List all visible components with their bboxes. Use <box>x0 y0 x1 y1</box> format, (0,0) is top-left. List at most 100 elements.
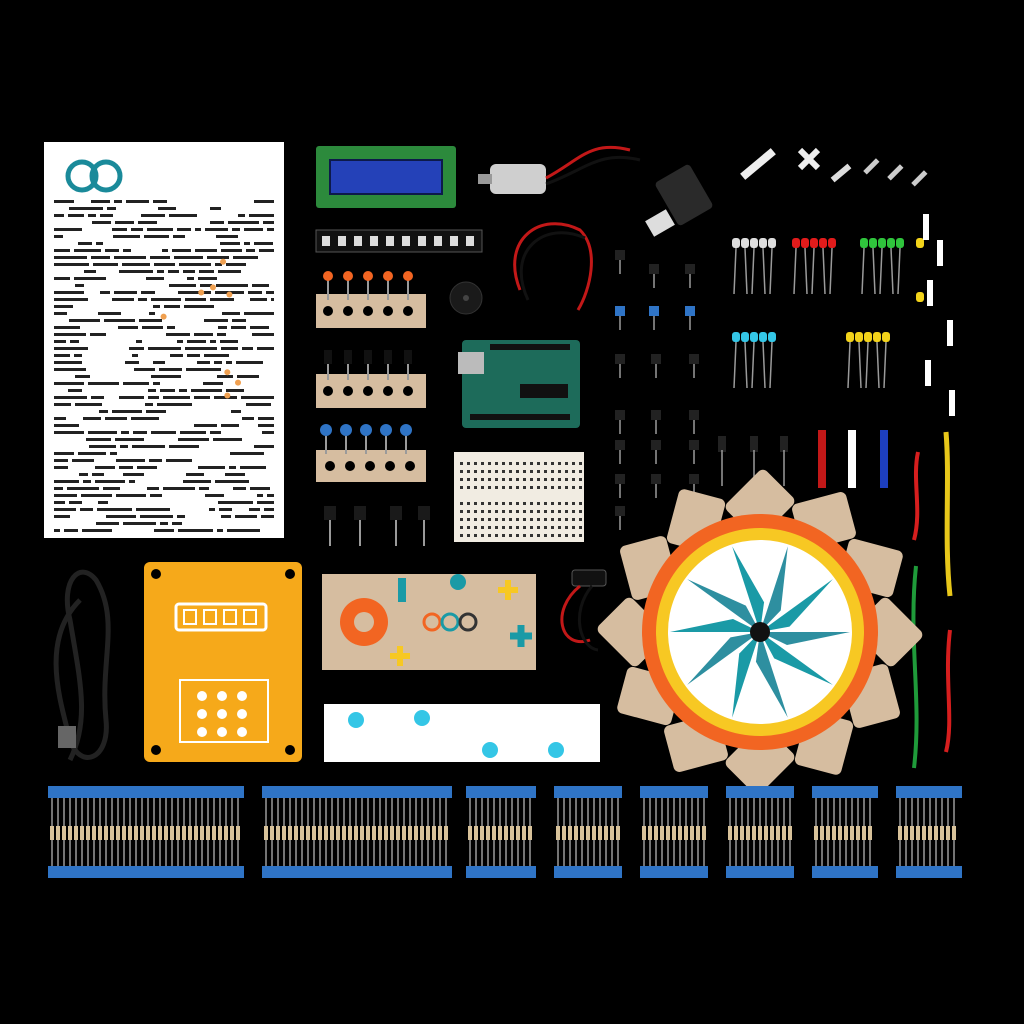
booklet-dot <box>198 289 205 296</box>
booklet-line <box>84 270 96 273</box>
booklet-line <box>54 291 84 294</box>
strip-hole <box>343 386 353 396</box>
booklet-line <box>198 277 217 280</box>
mount-hole <box>285 745 295 755</box>
booklet-line <box>229 466 236 469</box>
resistor-body <box>200 826 204 840</box>
resistor-body <box>152 826 156 840</box>
header-pin <box>434 236 442 246</box>
led <box>864 332 872 342</box>
short-jumper <box>949 390 955 416</box>
breadboard-hole <box>551 486 554 489</box>
resistor-body <box>946 826 950 840</box>
booklet-line <box>89 445 116 448</box>
booklet-line <box>174 256 203 259</box>
breadboard-hole <box>474 478 477 481</box>
breadboard-hole <box>467 462 470 465</box>
breadboard-hole <box>572 478 575 481</box>
booklet-line <box>98 312 121 315</box>
booklet-line <box>118 326 138 329</box>
breadboard-hole <box>565 462 568 465</box>
led <box>741 238 749 248</box>
booklet-line <box>252 333 274 336</box>
resistor-body <box>306 826 310 840</box>
booklet-line <box>79 473 88 476</box>
breadboard-hole <box>544 534 547 537</box>
booklet-line <box>187 354 200 357</box>
breadboard-hole <box>488 526 491 529</box>
booklet-line <box>194 333 213 336</box>
breadboard-hole <box>488 470 491 473</box>
booklet-line <box>241 396 274 399</box>
booklet-line <box>147 487 159 490</box>
booklet-line <box>244 312 274 315</box>
resistor-tape <box>466 866 536 878</box>
breadboard-hole <box>516 534 519 537</box>
booklet-text-lines <box>54 200 274 532</box>
booklet-line <box>194 396 210 399</box>
booklet-line <box>267 494 274 497</box>
breadboard-hole <box>460 478 463 481</box>
booklet-line <box>263 221 274 224</box>
booklet-line <box>258 417 274 420</box>
resistor-body <box>68 826 72 840</box>
breadboard-hole <box>502 518 505 521</box>
breadboard-hole <box>551 478 554 481</box>
booklet-line <box>226 263 246 266</box>
pushbutton-cap <box>323 271 333 281</box>
booklet-line <box>248 291 262 294</box>
resistor-body <box>814 826 818 840</box>
led <box>741 332 749 342</box>
orange-base-board <box>144 562 302 762</box>
booklet-line <box>219 508 232 511</box>
booklet-line <box>242 417 254 420</box>
breadboard-hole <box>516 478 519 481</box>
resistor-tape <box>812 786 878 798</box>
resistor-body <box>610 826 614 840</box>
breadboard-hole <box>530 510 533 513</box>
breadboard-hole <box>523 486 526 489</box>
wheel-star-blade <box>670 618 760 632</box>
small-component <box>689 474 699 484</box>
booklet-line <box>177 228 191 231</box>
booklet-line <box>166 333 190 336</box>
breadboard-hole <box>579 534 582 537</box>
breadboard-hole <box>530 478 533 481</box>
resistor-tape <box>262 786 452 798</box>
small-component <box>685 306 695 316</box>
booklet-line <box>141 214 165 217</box>
breadboard-hole <box>467 526 470 529</box>
resistor-body <box>940 826 944 840</box>
resistor-body <box>414 826 418 840</box>
breadboard-hole <box>516 518 519 521</box>
usb-cable <box>53 569 111 762</box>
breadboard-hole <box>558 526 561 529</box>
led-lead <box>733 247 737 295</box>
booklet-line <box>195 228 201 231</box>
mount-hole <box>285 569 295 579</box>
breadboard-hole <box>502 534 505 537</box>
booklet-line <box>54 382 84 385</box>
booklet-line <box>54 368 86 371</box>
mount-hole <box>151 569 161 579</box>
resistor-body <box>444 826 448 840</box>
booklet-line <box>226 361 232 364</box>
short-jumper <box>947 320 953 346</box>
resistor-body <box>432 826 436 840</box>
board-hole <box>217 691 227 701</box>
booklet-line <box>210 431 221 434</box>
breadboard-hole <box>495 518 498 521</box>
booklet-line <box>126 200 149 203</box>
led-lead <box>769 341 773 389</box>
capacitor <box>360 424 372 436</box>
board-hole <box>237 709 247 719</box>
resistor-body <box>820 826 824 840</box>
breadboard-hole <box>488 534 491 537</box>
breadboard-hole <box>572 510 575 513</box>
led <box>732 332 740 342</box>
breadboard-hole <box>495 462 498 465</box>
booklet-line <box>114 200 122 203</box>
resistor-body <box>420 826 424 840</box>
breadboard-hole <box>467 486 470 489</box>
led-lead <box>751 341 755 389</box>
